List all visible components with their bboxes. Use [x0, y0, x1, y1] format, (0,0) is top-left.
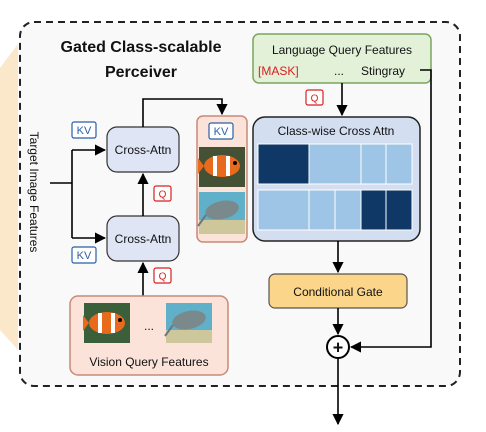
title-line1: Gated Class-scalable	[61, 39, 222, 56]
q-tag-language	[305, 89, 324, 106]
title-line2: Perceiver	[105, 64, 177, 81]
kv-tag-lower-text: KV	[77, 250, 92, 262]
class-wise-cross-attn-title: Class-wise Cross Attn	[278, 124, 395, 138]
kv-tag-images	[208, 122, 234, 140]
cross-attn-upper-label: Cross-Attn	[115, 143, 172, 157]
vision-clownfish-icon	[83, 303, 130, 343]
arrow-upper-to-kv-images	[142, 98, 228, 127]
stingray-token: Stingray	[361, 64, 405, 78]
clownfish-icon	[198, 147, 245, 187]
vision-query-label: Vision Query Features	[89, 355, 208, 369]
kv-tag-upper	[71, 121, 97, 139]
kv-tag-lower	[71, 246, 97, 264]
arrow-lang-to-plus	[349, 69, 432, 353]
vision-ellipsis: ...	[144, 319, 154, 333]
q-tag-lower	[153, 267, 172, 284]
q-tag-language-text: Q	[311, 94, 319, 105]
q-tag-lower-text: Q	[159, 272, 167, 283]
kv-tag-upper-text: KV	[77, 125, 92, 137]
target-image-features-label: Target Image Features	[27, 132, 41, 253]
plus-symbol: +	[333, 338, 344, 358]
mask-token: [MASK]	[258, 64, 299, 78]
language-query-title: Language Query Features	[272, 43, 412, 57]
q-tag-upper	[153, 185, 172, 202]
left-color-strip	[0, 44, 18, 350]
stingray-icon	[197, 192, 245, 234]
kv-tag-images-text: KV	[214, 126, 229, 138]
language-ellipsis: ...	[334, 64, 344, 78]
vision-stingray-icon	[164, 303, 212, 343]
cross-attn-lower-label: Cross-Attn	[115, 232, 172, 246]
q-tag-upper-text: Q	[159, 190, 167, 201]
attention-grid	[257, 143, 413, 231]
conditional-gate-label: Conditional Gate	[293, 285, 383, 299]
